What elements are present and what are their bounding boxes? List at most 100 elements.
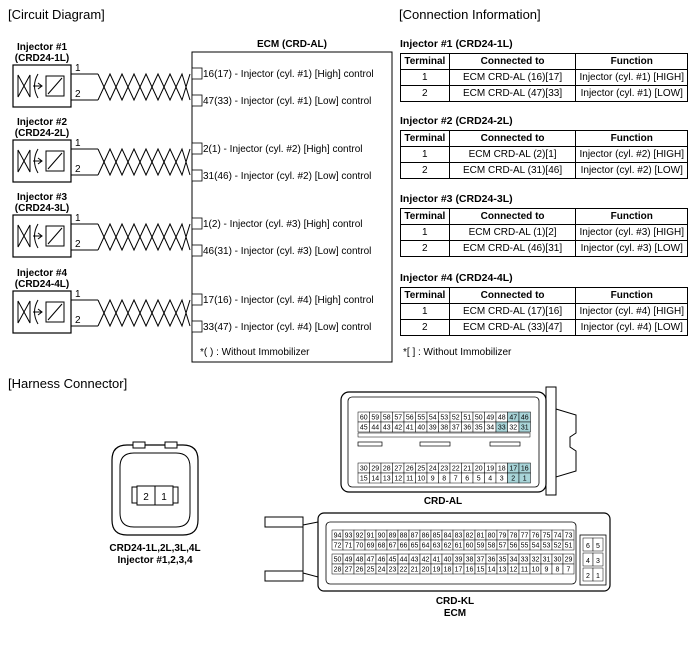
pin-number: 5 <box>477 476 481 483</box>
connection-table-title: Injector #2 (CRD24-2L) <box>400 115 513 127</box>
pin-number: 92 <box>356 533 364 540</box>
pin-number: 43 <box>411 557 419 564</box>
table-cell: 2 <box>400 319 450 336</box>
table-cell: 2 <box>400 162 450 179</box>
pin-number: 18 <box>444 567 452 574</box>
pin-number: 51 <box>463 415 471 422</box>
pin-number: 19 <box>486 466 494 473</box>
injector-name: Injector #3 <box>17 192 67 203</box>
pin-cell <box>518 472 531 484</box>
pin-number: 4 <box>488 476 492 483</box>
pin-number: 86 <box>422 533 430 540</box>
table-cell: Injector (cyl. #3) [LOW] <box>575 240 688 257</box>
pin-number: 1 <box>596 573 600 580</box>
ecm-low-label: 33(47) - Injector (cyl. #4) [Low] contro… <box>203 322 371 333</box>
pin-number: 15 <box>360 476 368 483</box>
pin-number: 59 <box>371 415 379 422</box>
pin-1-label: 1 <box>75 289 81 300</box>
column-header: Terminal <box>400 130 450 147</box>
pin-number: 43 <box>383 425 391 432</box>
injector-code: (CRD24-1L) <box>15 53 69 64</box>
pin-number: 8 <box>556 567 560 574</box>
pin-number: 15 <box>477 567 485 574</box>
low-wire <box>97 147 191 177</box>
pin-number: 1 <box>523 476 527 483</box>
ecm-box <box>191 51 393 363</box>
pin-number: 3 <box>500 476 504 483</box>
pin-number: 39 <box>429 425 437 432</box>
pin-cell <box>562 539 575 551</box>
pin-cell <box>592 537 604 552</box>
pin-2-label: 2 <box>75 239 81 250</box>
pin-number: 29 <box>371 466 379 473</box>
pin-number: 9 <box>431 476 435 483</box>
pin-number: 63 <box>433 543 441 550</box>
pin-number: 3 <box>596 558 600 565</box>
pin-number: 65 <box>411 543 419 550</box>
injector-coil-icon <box>17 299 65 325</box>
pin-number: 33 <box>498 425 506 432</box>
pin-number: 23 <box>389 567 397 574</box>
pin-number: 7 <box>567 567 571 574</box>
table-cell: 1 <box>400 224 450 241</box>
pin-number: 26 <box>406 466 414 473</box>
pin-number: 16 <box>466 567 474 574</box>
pin-number: 50 <box>475 415 483 422</box>
table-cell: 2 <box>400 240 450 257</box>
column-header: Connected to <box>448 130 577 147</box>
table-cell: Injector (cyl. #1) [LOW] <box>575 85 688 102</box>
pin-number: 35 <box>475 425 483 432</box>
pin-number: 37 <box>452 425 460 432</box>
pin-number: 61 <box>455 543 463 550</box>
pin-number: 40 <box>417 425 425 432</box>
pin-cell <box>592 567 604 582</box>
column-header: Connected to <box>448 208 577 225</box>
table-cell: Injector (cyl. #4) [LOW] <box>575 319 688 336</box>
table-cell: Injector (cyl. #2) [HIGH] <box>575 146 688 163</box>
pin-number: 31 <box>543 557 551 564</box>
column-header: Terminal <box>400 53 450 70</box>
pin-number: 34 <box>510 557 518 564</box>
table-cell: ECM CRD-AL (1)[2] <box>448 224 577 241</box>
table-cell: Injector (cyl. #4) [HIGH] <box>575 303 688 320</box>
pin-number: 75 <box>543 533 551 540</box>
pin-number: 88 <box>400 533 408 540</box>
ecm-low-label: 46(31) - Injector (cyl. #3) [Low] contro… <box>203 246 371 257</box>
pin-cell <box>592 552 604 567</box>
pin-number: 89 <box>389 533 397 540</box>
column-header: Connected to <box>448 53 577 70</box>
pin-number: 8 <box>442 476 446 483</box>
pin-number: 55 <box>521 543 529 550</box>
pin-number: 48 <box>356 557 364 564</box>
pin-number: 57 <box>394 415 402 422</box>
injector-pin-1: 1 <box>161 492 167 503</box>
pin-number: 32 <box>509 425 517 432</box>
pin-2-label: 2 <box>75 164 81 175</box>
pin-number: 32 <box>532 557 540 564</box>
table-cell: ECM CRD-AL (2)[1] <box>448 146 577 163</box>
circuit-diagram-title: [Circuit Diagram] <box>8 7 105 22</box>
ecm-high-label: 16(17) - Injector (cyl. #1) [High] contr… <box>203 69 374 80</box>
harness-connectors: 2 1 CRD24-1L,2L,3L,4L Injector #1,2,3,4 … <box>109 386 611 619</box>
pin-number: 85 <box>433 533 441 540</box>
table-cell: 1 <box>400 69 450 86</box>
pin-cell <box>518 421 531 433</box>
pin-number: 52 <box>554 543 562 550</box>
low-wire <box>97 222 191 252</box>
pin-number: 11 <box>521 567 528 574</box>
pin-number: 51 <box>565 543 573 550</box>
ecm-high-label: 2(1) - Injector (cyl. #2) [High] control <box>203 144 363 155</box>
table-cell: ECM CRD-AL (47)[33] <box>448 85 577 102</box>
connection-table-title: Injector #4 (CRD24-4L) <box>400 272 513 284</box>
pin-number: 18 <box>498 466 506 473</box>
injector-name: Injector #4 <box>17 268 67 279</box>
pin-number: 4 <box>586 558 590 565</box>
pin-number: 58 <box>488 543 496 550</box>
injector-coil-icon <box>17 223 65 249</box>
pin-number: 74 <box>554 533 562 540</box>
